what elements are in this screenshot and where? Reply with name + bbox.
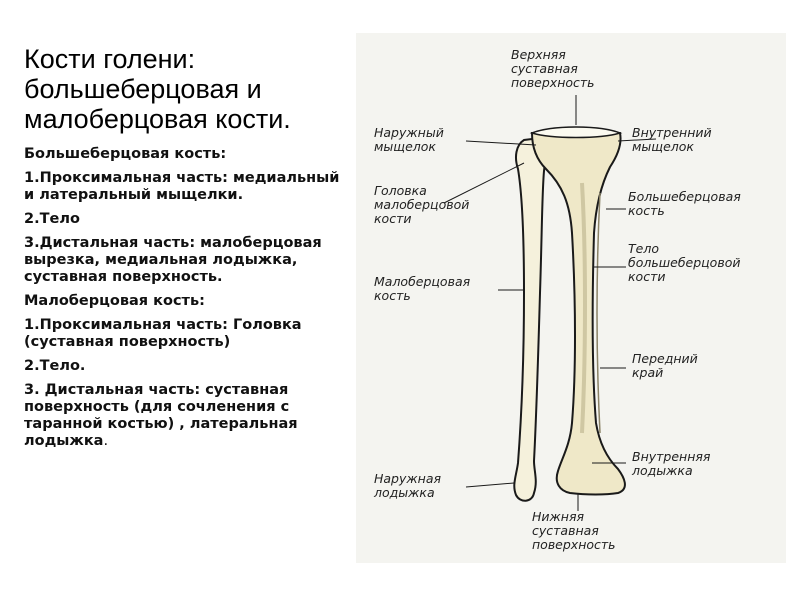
tibia-fibula-drawing: Верхняя суставная поверхность Наружный м… [373, 47, 745, 552]
tibia-bone [530, 132, 626, 496]
tibia-anterior-crest [596, 192, 601, 434]
fibula-item-2: 2.Тело. [24, 358, 86, 374]
tibia-item-1: 1.Проксимальная часть: медиальный и лате… [24, 170, 340, 203]
fibula-bone [513, 137, 546, 502]
label-lateral-condyle: Наружный мыщелок [374, 125, 448, 154]
fibula-item-3: 3. Дистальная часть: суставная поверхнос… [24, 382, 354, 450]
slide-body: Большеберцовая кость: 1.Проксимальная ча… [24, 146, 354, 457]
label-fibula-head: Головка малоберцовой кости [374, 183, 473, 226]
tibia-plateau [529, 126, 623, 139]
fibula-head-leader [443, 162, 525, 204]
label-fibula: Малоберцовая кость [374, 274, 474, 303]
tibia-item-3: 3.Дистальная часть: малоберцовая вырезка… [24, 235, 322, 285]
fibula-item-1: 1.Проксимальная часть: Головка (суставна… [24, 317, 302, 350]
lateral-malleolus-leader [465, 482, 515, 488]
fibula-item-3-end: . [103, 433, 109, 449]
label-tibia-body: Тело большеберцовой кости [628, 241, 744, 284]
label-tibia: Большеберцовая кость [628, 189, 745, 218]
tibia-item-2: 2.Тело [24, 211, 80, 227]
slide-title: Кости голени: большеберцовая и малоберцо… [24, 44, 291, 134]
label-lateral-malleolus: Наружная лодыжка [373, 471, 445, 500]
label-lower-surface: Нижняя суставная поверхность [532, 509, 616, 552]
label-medial-condyle: Внутренний мыщелок [632, 125, 716, 154]
label-upper-surface: Верхняя суставная поверхность [511, 47, 595, 90]
medial-condyle-leader [617, 138, 657, 142]
label-medial-malleolus: Внутренняя лодыжка [631, 449, 714, 478]
bone-illustration: Верхняя суставная поверхность Наружный м… [356, 33, 786, 563]
fibula-heading: Малоберцовая кость: [24, 293, 205, 309]
lateral-condyle-leader [465, 140, 537, 146]
tibia-heading: Большеберцовая кость: [24, 146, 227, 162]
fibula-item-3-text: 3. Дистальная часть: суставная поверхнос… [24, 382, 298, 449]
label-anterior-border: Передний край [632, 351, 702, 380]
tibia-shading [580, 182, 587, 434]
